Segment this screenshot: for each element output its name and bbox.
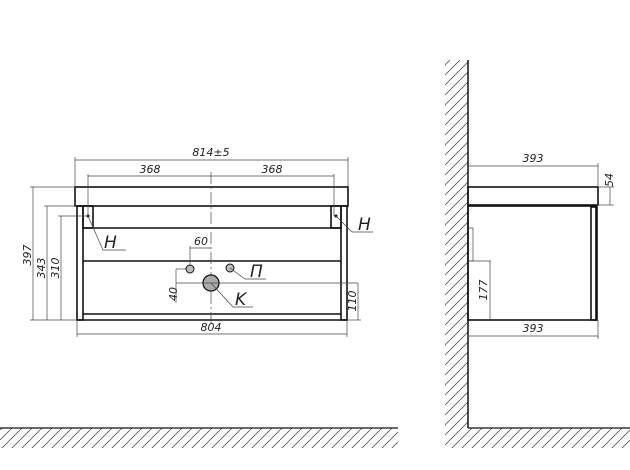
dim-hole-spacing: 60 [194, 235, 208, 248]
label-water: П [250, 262, 263, 282]
countertop [74, 186, 349, 207]
dim-countertop-thickness: 54 [603, 173, 616, 187]
floor-right [468, 428, 630, 448]
dim-drain-zone: 177 [477, 280, 490, 301]
dim-hole-offset: 40 [167, 287, 180, 301]
left-side-panel [76, 205, 84, 321]
dim-half-right: 368 [262, 163, 283, 176]
front-view: 814±5 368 368 397 343 310 60 40 110 804 … [21, 146, 373, 337]
dim-total-height: 397 [21, 245, 34, 266]
wall [445, 60, 468, 448]
label-mount-right: H [358, 215, 371, 235]
dim-depth-bottom: 393 [523, 322, 544, 335]
dim-half-left: 368 [140, 163, 161, 176]
dim-cabinet-width: 804 [201, 321, 222, 334]
dim-cabinet-height: 343 [35, 258, 48, 279]
dim-mount-height: 310 [49, 258, 62, 279]
dim-drain-height: 110 [346, 291, 359, 312]
side-countertop [467, 186, 599, 206]
side-door [590, 206, 598, 321]
side-view: 393 54 177 393 [445, 60, 630, 448]
label-mount-left: H [104, 233, 117, 253]
side-cabinet [467, 205, 597, 321]
label-drain: K [235, 290, 248, 310]
dim-total-width: 814±5 [192, 146, 229, 159]
dim-depth-top: 393 [523, 152, 544, 165]
water-hole-left [185, 264, 195, 274]
right-bracket [330, 205, 342, 229]
floor-left [0, 427, 398, 448]
